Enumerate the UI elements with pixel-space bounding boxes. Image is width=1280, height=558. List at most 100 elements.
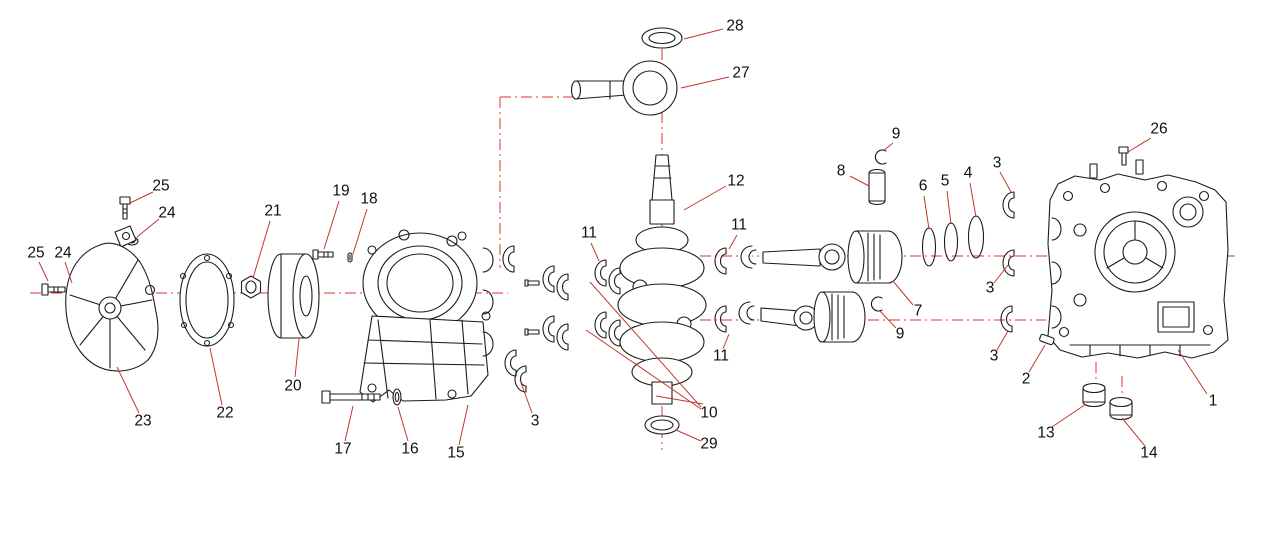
end-cover-23 — [65, 225, 159, 372]
leader-line — [996, 330, 1009, 351]
leader-line — [397, 406, 409, 442]
callout-label-11: 11 — [731, 217, 747, 234]
screw-middle-lower — [524, 328, 540, 336]
damper-13 — [1082, 382, 1106, 408]
damper-14 — [1109, 396, 1133, 421]
bearing-shells — [502, 191, 1015, 393]
callout-label-14: 14 — [1140, 445, 1158, 462]
seal-28 — [641, 27, 683, 49]
gasket-22 — [179, 253, 235, 347]
piston-rings — [921, 215, 985, 267]
bolt-25-top — [119, 196, 131, 220]
leader-line — [64, 261, 73, 284]
leader-line — [728, 234, 738, 250]
leader-line — [946, 190, 952, 225]
dowel-pin-2 — [1039, 333, 1055, 346]
leader-line — [344, 405, 354, 442]
circlip-9-bottom — [870, 296, 883, 312]
callout-label-10: 10 — [700, 405, 718, 422]
leader-line — [1121, 417, 1146, 447]
callout-label-7: 7 — [914, 303, 923, 320]
leader-line — [882, 142, 894, 152]
leader-line — [999, 171, 1012, 193]
callout-label-18: 18 — [360, 191, 377, 208]
callout-label-5: 5 — [941, 173, 950, 190]
leader-line — [923, 195, 930, 230]
callout-label-11: 11 — [581, 225, 597, 242]
bolt-19 — [312, 249, 334, 260]
link-27 — [570, 60, 678, 116]
leader-line — [680, 76, 730, 89]
leader-line — [1177, 349, 1208, 395]
leader-line — [519, 379, 533, 414]
circlip-9-top — [874, 149, 887, 165]
leader-line — [1028, 344, 1046, 373]
crankcase-15 — [359, 229, 494, 403]
callout-label-25: 25 — [152, 178, 169, 195]
leader-line — [589, 281, 702, 408]
leader-line — [1127, 137, 1152, 153]
callout-label-16: 16 — [401, 441, 418, 458]
callout-label-3: 3 — [990, 348, 999, 365]
callout-label-3: 3 — [993, 155, 1002, 172]
leader-line — [675, 429, 702, 442]
leader-line — [993, 264, 1009, 284]
callout-label-21: 21 — [264, 203, 281, 220]
piston-pin-8 — [868, 168, 886, 206]
callout-label-13: 13 — [1037, 425, 1054, 442]
callout-label-25: 25 — [27, 245, 44, 262]
callout-label-4: 4 — [964, 165, 973, 182]
callout-label-27: 27 — [732, 65, 749, 82]
callout-label-23: 23 — [134, 413, 151, 430]
leader-line — [683, 28, 724, 40]
leader-line — [683, 185, 727, 211]
callout-label-1: 1 — [1209, 393, 1218, 410]
callout-label-17: 17 — [334, 441, 351, 458]
leader-line — [352, 208, 368, 255]
leader-line — [655, 395, 704, 405]
crankshaft-12 — [617, 154, 707, 405]
leader-line — [294, 338, 300, 378]
callout-label-9: 9 — [896, 326, 905, 343]
callout-label-12: 12 — [727, 173, 744, 190]
nut-21 — [240, 275, 262, 299]
leader-line — [116, 366, 140, 414]
callout-label-8: 8 — [837, 163, 846, 180]
callout-label-15: 15 — [447, 445, 464, 462]
leader-line — [209, 347, 223, 406]
damper-20 — [267, 253, 320, 339]
leader-line — [129, 191, 154, 204]
leader-line — [38, 261, 49, 282]
leader-line — [849, 175, 870, 187]
leader-line — [252, 220, 271, 279]
leader-line — [585, 329, 702, 410]
piston-conrod-lower — [738, 291, 866, 343]
bolt-26 — [1118, 146, 1129, 166]
seal-29 — [644, 415, 680, 435]
leader-line — [722, 333, 730, 350]
callout-label-11: 11 — [713, 348, 729, 365]
callout-label-6: 6 — [919, 178, 928, 195]
callout-label-29: 29 — [700, 436, 717, 453]
callout-label-28: 28 — [726, 18, 743, 35]
callout-label-2: 2 — [1022, 371, 1031, 388]
callout-label-24: 24 — [54, 245, 72, 262]
leader-line — [969, 182, 977, 218]
callout-label-22: 22 — [216, 405, 233, 422]
callout-label-9: 9 — [892, 126, 901, 143]
leader-line — [590, 242, 600, 262]
cylinder-block-1 — [1047, 159, 1229, 359]
ring-16 — [392, 388, 402, 406]
leader-line — [458, 404, 469, 446]
callout-label-24: 24 — [158, 205, 176, 222]
callout-label-19: 19 — [332, 183, 349, 200]
callout-label-3: 3 — [531, 413, 540, 430]
screw-middle-upper — [524, 279, 540, 287]
leader-line — [879, 310, 897, 329]
bolt-17 — [321, 390, 381, 404]
clip-18 — [347, 252, 353, 263]
callout-label-20: 20 — [284, 378, 302, 395]
